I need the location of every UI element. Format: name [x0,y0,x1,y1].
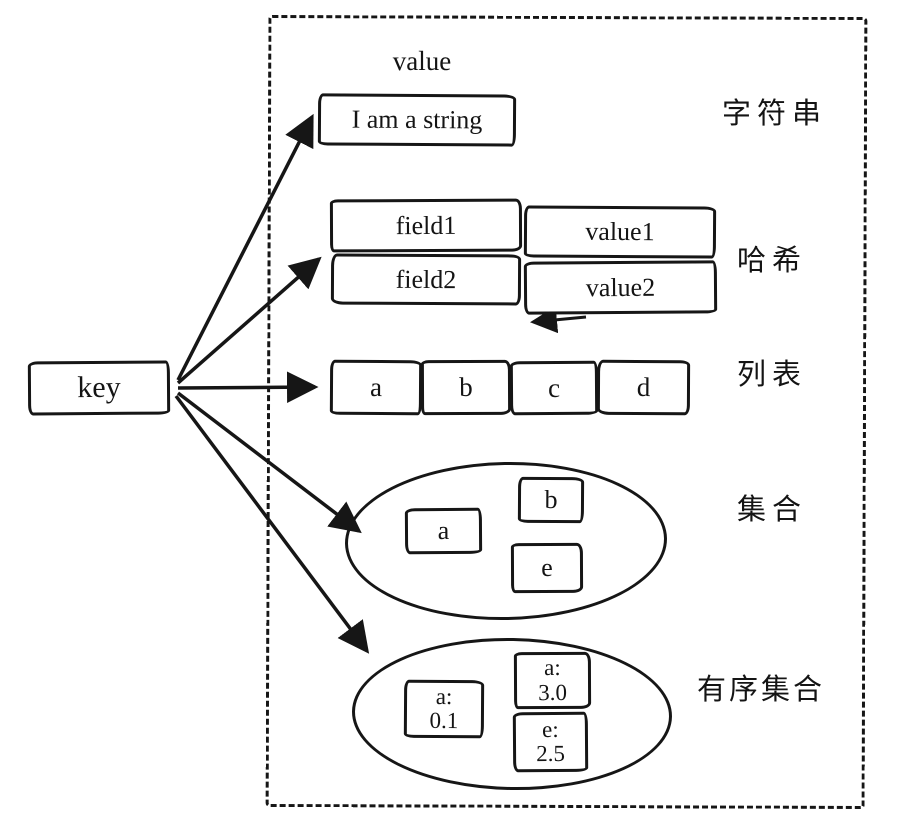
key-label: key [77,371,121,405]
category-label-hash: 哈希 [737,245,808,277]
hash-field1-text: field1 [395,210,457,240]
sorted-set-member-box: a: 3.0 [513,651,592,710]
list-item-text: b [459,372,473,403]
category-label-list: 列表 [737,359,808,391]
hash-value2-text: value2 [585,272,656,303]
set-member-box: a [404,507,483,555]
hash-field2-text: field2 [395,264,457,295]
value-label: value [392,46,452,76]
list-item-text: a [369,372,383,403]
sorted-set-member-text: a: [435,683,453,709]
sorted-set-score-text: 3.0 [538,679,567,705]
category-label-set: 集合 [737,494,808,526]
hash-value1-box: value1 [523,205,717,259]
list-item-text: c [547,372,561,403]
list-item-box: d [596,359,691,416]
set-member-text: a [437,516,450,546]
key-box: key [27,360,171,416]
sorted-set-score-text: 2.5 [536,740,566,767]
string-value-text: I am a string [351,104,483,135]
list-item-box: c [509,360,599,416]
hash-field2-box: field2 [330,253,522,306]
set-member-box: e [510,542,584,594]
string-value-box: I am a string [317,93,517,147]
set-member-text: b [544,485,558,515]
sorted-set-member-text: a: [544,655,561,681]
sorted-set-member-box: e: 2.5 [512,711,589,773]
set-member-text: e [541,553,553,583]
sorted-set-member-text: e: [542,716,559,742]
list-item-text: d [636,372,651,403]
hash-field1-box: field1 [329,198,523,253]
hash-value2-box: value2 [523,260,718,315]
hash-value1-text: value1 [585,217,655,247]
category-label-string: 字符串 [722,98,828,130]
list-item-box: a [329,359,423,416]
sorted-set-score-text: 0.1 [429,707,459,734]
sorted-set-member-box: a: 0.1 [403,679,485,739]
list-item-box: b [420,359,512,416]
set-member-box: b [517,476,585,524]
category-label-sorted-set: 有序集合 [697,674,826,706]
